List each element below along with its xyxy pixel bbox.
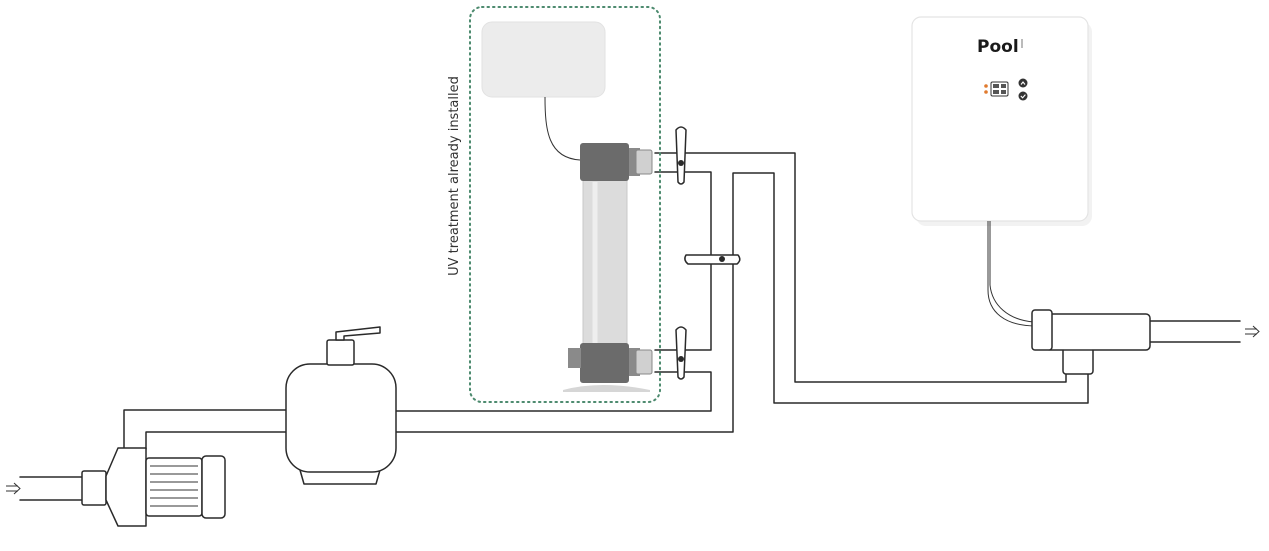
controller-brand-logo: Pool	[977, 37, 1019, 57]
uv-tube	[582, 179, 628, 351]
inlet-pipe	[19, 476, 83, 501]
uv-zone-label: UV treatment already installed	[447, 76, 462, 276]
status-indicator-icon	[984, 84, 988, 88]
uv-top-cap	[580, 143, 629, 181]
uv-control-unit	[481, 21, 606, 98]
up-button-icon	[1018, 78, 1028, 88]
uv-zone: UV treatment already installed	[447, 6, 661, 403]
injection-tee	[1031, 309, 1151, 375]
outlet-arrow-icon	[1245, 325, 1260, 338]
outlet-pipe	[1149, 320, 1241, 343]
inlet-arrow-icon	[6, 482, 21, 495]
valve-bottom	[675, 326, 687, 380]
controller-box	[911, 16, 1089, 222]
confirm-button-icon	[1018, 91, 1028, 101]
uv-bottom-cap	[580, 343, 629, 383]
uv-base	[563, 385, 650, 392]
uv-dotted-frame	[469, 6, 661, 403]
valve-bypass	[684, 254, 741, 265]
pool-controller: Pool	[911, 16, 1092, 327]
controller-cable	[987, 221, 1037, 327]
sand-filter	[285, 326, 397, 485]
pump	[81, 447, 226, 527]
uv-power-cable	[544, 96, 581, 161]
pump-to-filter-pipe	[123, 409, 293, 450]
valve-top	[675, 126, 687, 185]
